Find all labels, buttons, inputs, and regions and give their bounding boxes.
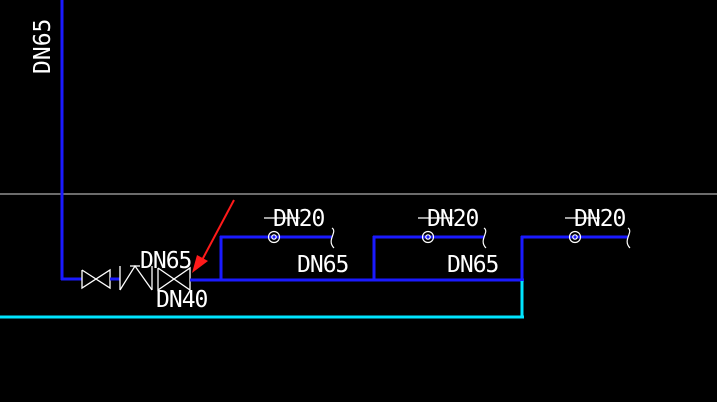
branch-3-size-label: DN20 — [574, 206, 626, 232]
sprinkler-outlet-icon — [267, 230, 281, 244]
main-size-label-1: DN65 — [297, 252, 348, 278]
red-arrow-icon — [192, 199, 235, 273]
valve-icon — [157, 266, 191, 292]
pipe-break-icon — [482, 227, 487, 249]
branch-1-size-label: DN20 — [273, 206, 325, 232]
check-valve-icon — [119, 264, 153, 291]
pipe-break-icon — [626, 227, 631, 249]
pipe-break-icon — [330, 227, 335, 249]
riser-size-label: DN65 — [30, 19, 56, 74]
gate-valve-icon — [81, 268, 111, 290]
valve-size-lower-label: DN40 — [156, 287, 208, 313]
sprinkler-outlet-icon — [421, 230, 435, 244]
branch-2: DN20 — [372, 206, 487, 280]
branch-3: DN20 — [521, 206, 631, 249]
sprinkler-outlet-icon — [568, 230, 582, 244]
branch-1: DN20 — [219, 206, 335, 280]
branch-2-size-label: DN20 — [427, 206, 479, 232]
main-size-label-2: DN65 — [447, 252, 498, 278]
valve-size-upper-label: DN65 — [140, 248, 191, 274]
